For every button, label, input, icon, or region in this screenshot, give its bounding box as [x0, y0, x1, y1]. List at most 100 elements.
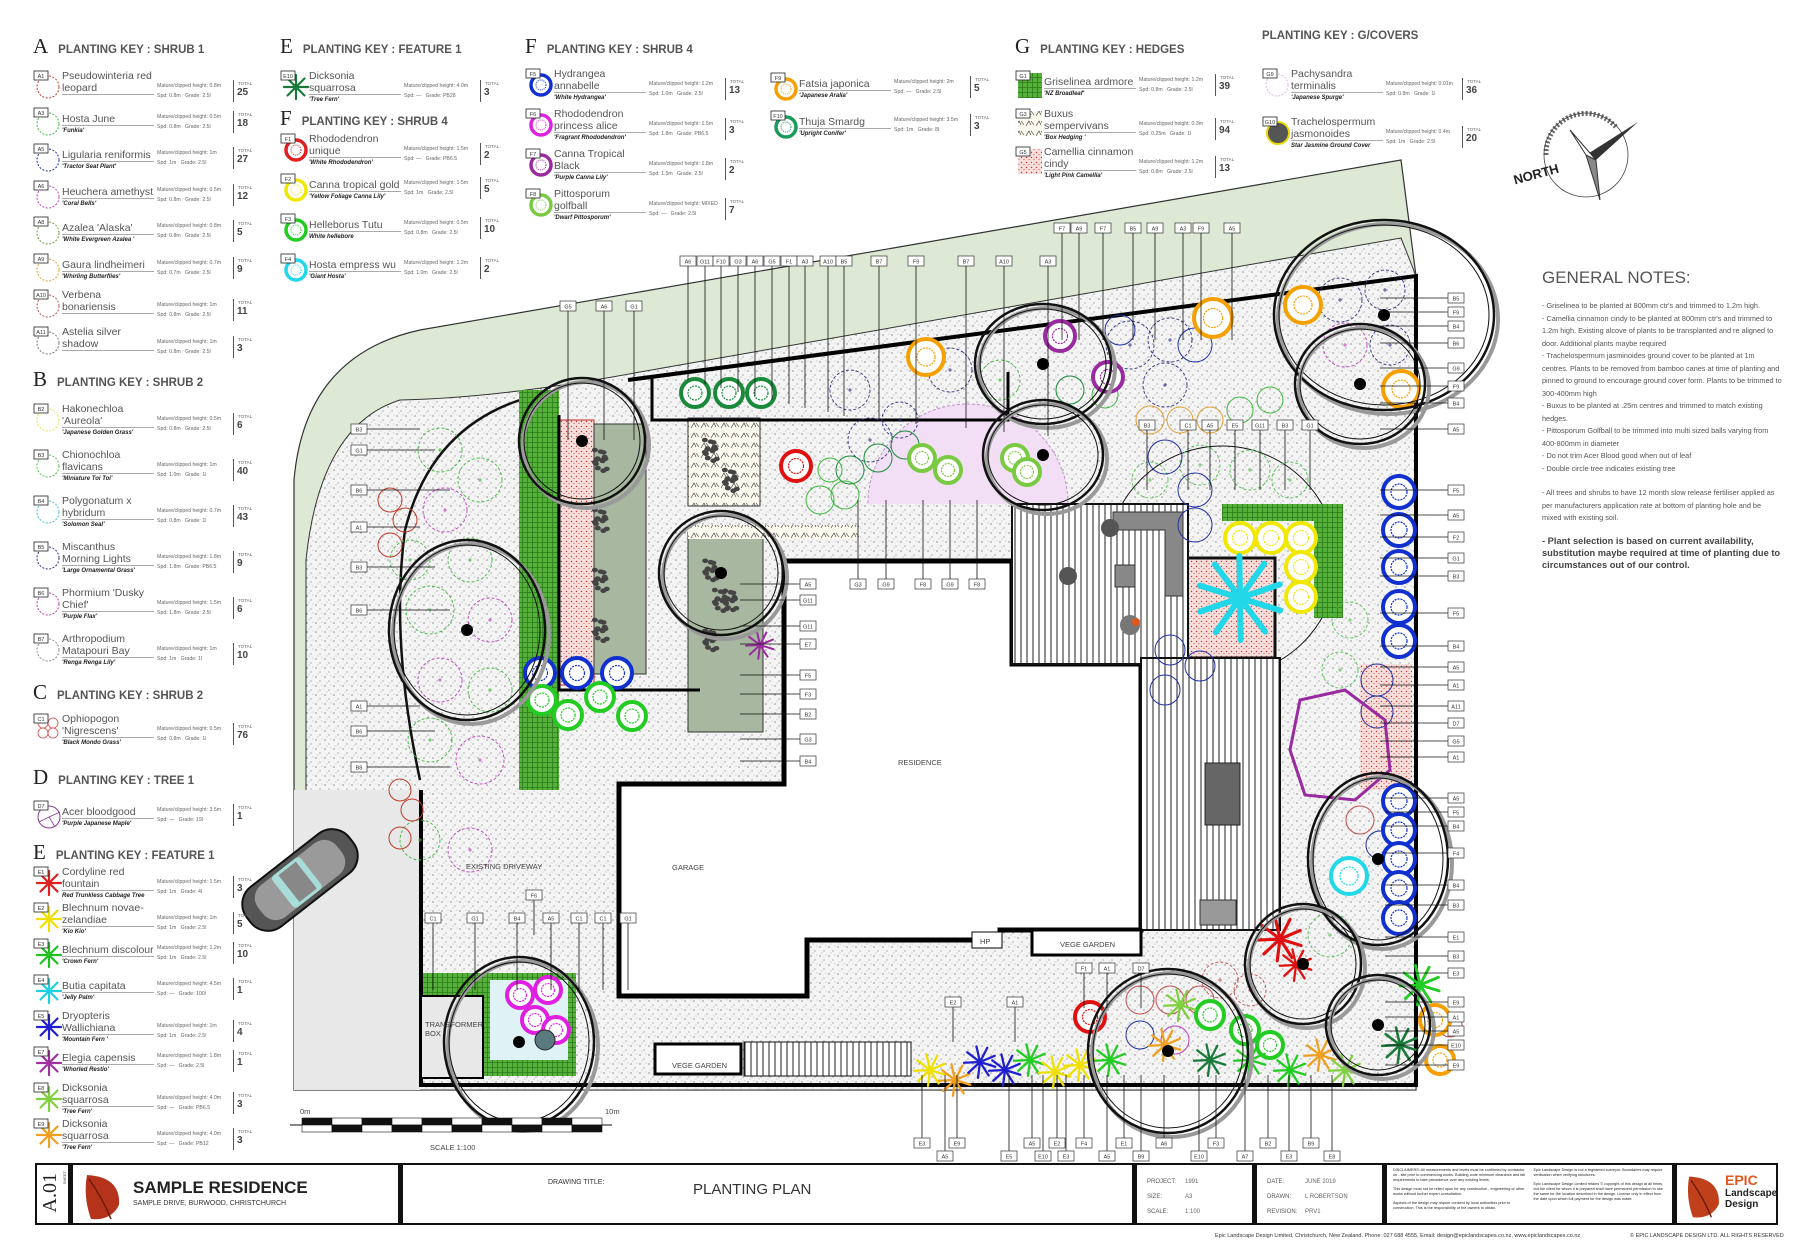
boulder-mark [600, 510, 607, 515]
scale-segment [541, 1117, 573, 1126]
grade-label: Grade: [1414, 91, 1430, 97]
dashed-circle-icon: A3 [33, 107, 60, 135]
plant-total: 13 [1219, 163, 1231, 174]
plant-name: Pittosporum golfball [554, 188, 646, 213]
plant-tag-code: B4 [1453, 325, 1460, 331]
plant-common-name: 'Dwarf Pittosporum' [554, 215, 611, 221]
plant-tag-code: A5 [942, 1155, 949, 1161]
plant-tag: B3 [1385, 950, 1465, 962]
shrub-mark [1284, 550, 1318, 584]
drawn-by: L ROBERTSON [1305, 1194, 1348, 1200]
plant-tag: G11 [1251, 419, 1269, 490]
feature-plant-mark [1272, 1053, 1307, 1088]
palm-icon: E10 [280, 70, 310, 100]
disclaimer-text: Epic Landscape Design is not a registere… [1533, 1168, 1663, 1177]
plant-tag-code: A5 [1453, 666, 1460, 672]
height-value: 4.0m [456, 83, 469, 89]
drawing-scale: 1:100 [1185, 1209, 1201, 1215]
plant-name: Arthropodium Matapouri Bay [62, 633, 154, 658]
total-label: TOTAL [1467, 79, 1482, 84]
plant-tag-code: B4 [805, 760, 812, 766]
spread-value: 1m [169, 889, 177, 895]
plant-tag: G1 [625, 300, 643, 440]
divider [480, 143, 481, 165]
meta-key: SIZE: [1147, 1194, 1163, 1200]
disclaimer-text: This design must not be relied upon for … [1393, 1187, 1525, 1196]
plant-common-name: 'Box Hedging ' [1044, 135, 1086, 141]
plant-tag-code: F8 [920, 583, 926, 589]
boulder-mark [710, 458, 717, 463]
plant-spread-grade: Spd: 0.8m Grade: 2.5l [1139, 86, 1193, 95]
dashed-circle-icon: A10 [33, 289, 60, 318]
plant-name: Astelia silver shadow [62, 326, 154, 351]
plant-height: Mature/clipped height: 4.0m [157, 1094, 221, 1103]
grade-label: Grade: [677, 91, 693, 97]
plant-common-name: 'Black Mondo Grass' [62, 740, 121, 746]
plant-tag: B6 [1380, 337, 1465, 349]
boulder-mark [591, 567, 598, 573]
plant-tag-code: G9 [1452, 367, 1459, 373]
shrub-mark [907, 443, 937, 473]
divider [1215, 118, 1216, 140]
plant-tag: A10 [995, 255, 1013, 432]
plant-spread-mark [1317, 277, 1363, 323]
plant-tag-code: A7 [1242, 1155, 1249, 1161]
existing-tree [981, 398, 1109, 516]
plant-tag: B3 [350, 561, 435, 573]
total-label: TOTAL [238, 1051, 253, 1056]
plant-tag: A5 [1201, 419, 1219, 490]
plant-code: E1 [38, 870, 45, 876]
grade-label: Grade: [185, 472, 201, 478]
grade-value: 4l [197, 889, 203, 895]
spread-value: 0.8m [169, 426, 181, 432]
general-notes: GENERAL NOTES: - Griselinea to be plante… [1542, 268, 1782, 571]
plant-name: Hosta empress wu [309, 259, 401, 272]
plant-spread-mark [407, 717, 453, 763]
spread-value: 1m [169, 160, 177, 166]
plant-height: Mature/clipped height: 1.2m [157, 944, 221, 953]
plant-tag-code: G9 [882, 583, 889, 589]
plant-tag-code: G1 [630, 305, 637, 311]
plant-height: Mature/clipped height: 1m [157, 461, 217, 470]
section-letter: F [525, 34, 537, 58]
spread-value: — [906, 89, 912, 95]
spread-label: Spd: [157, 160, 168, 166]
plant-code: E8 [38, 1086, 45, 1092]
height-label: Mature/clipped height: [157, 186, 209, 193]
grade-value: 2.5l [687, 211, 697, 217]
logo-text-design: Design [1725, 1199, 1759, 1210]
section-title-text: PLANTING KEY : FEATURE 1 [302, 44, 462, 56]
boulder-mark [710, 577, 717, 583]
grade-value: 2.5l [202, 426, 211, 432]
logo-text-landscape: Landscape [1725, 1188, 1778, 1199]
spread-label: Spd: [404, 93, 415, 99]
grade-label: Grade: [178, 1141, 195, 1147]
plant-tag: F4 [1075, 1075, 1093, 1149]
divider [1462, 126, 1463, 148]
plant-common-name: 'Mountain Fern ' [62, 1037, 108, 1043]
boulder-mark [704, 645, 711, 650]
grade-label: Grade: [180, 656, 197, 662]
footer-copyright: © EPIC LANDSCAPE DESIGN LTD. ALL RIGHTS … [1630, 1233, 1784, 1239]
drawing-title-label: DRAWING TITLE: [548, 1179, 605, 1186]
plant-tag: B9 [1302, 1075, 1320, 1149]
hedge-icon: G1 [1015, 70, 1042, 98]
plant-height: Mature/clipped height: 1m [157, 301, 217, 310]
plant-spread-mark [1125, 985, 1155, 1015]
height-value: 1.2m [1191, 77, 1204, 83]
plant-spread-mark [467, 667, 513, 713]
plant-tag: A9 [1070, 222, 1088, 340]
plant-tag-code: E2 [1054, 1142, 1061, 1148]
plant-tag-code: A11 [1451, 705, 1460, 711]
transformer-label: TRANSFORMER BOX [425, 1020, 483, 1038]
boulder-mark [591, 459, 598, 465]
spread-label: Spd: [157, 196, 168, 203]
divider [480, 257, 481, 279]
divider [233, 942, 234, 964]
plant-name: Phormium 'Dusky Chief' [62, 587, 154, 612]
plant-tag: B7 [870, 255, 888, 420]
plant-height: Mature/clipped height: 1.5m [404, 179, 468, 188]
